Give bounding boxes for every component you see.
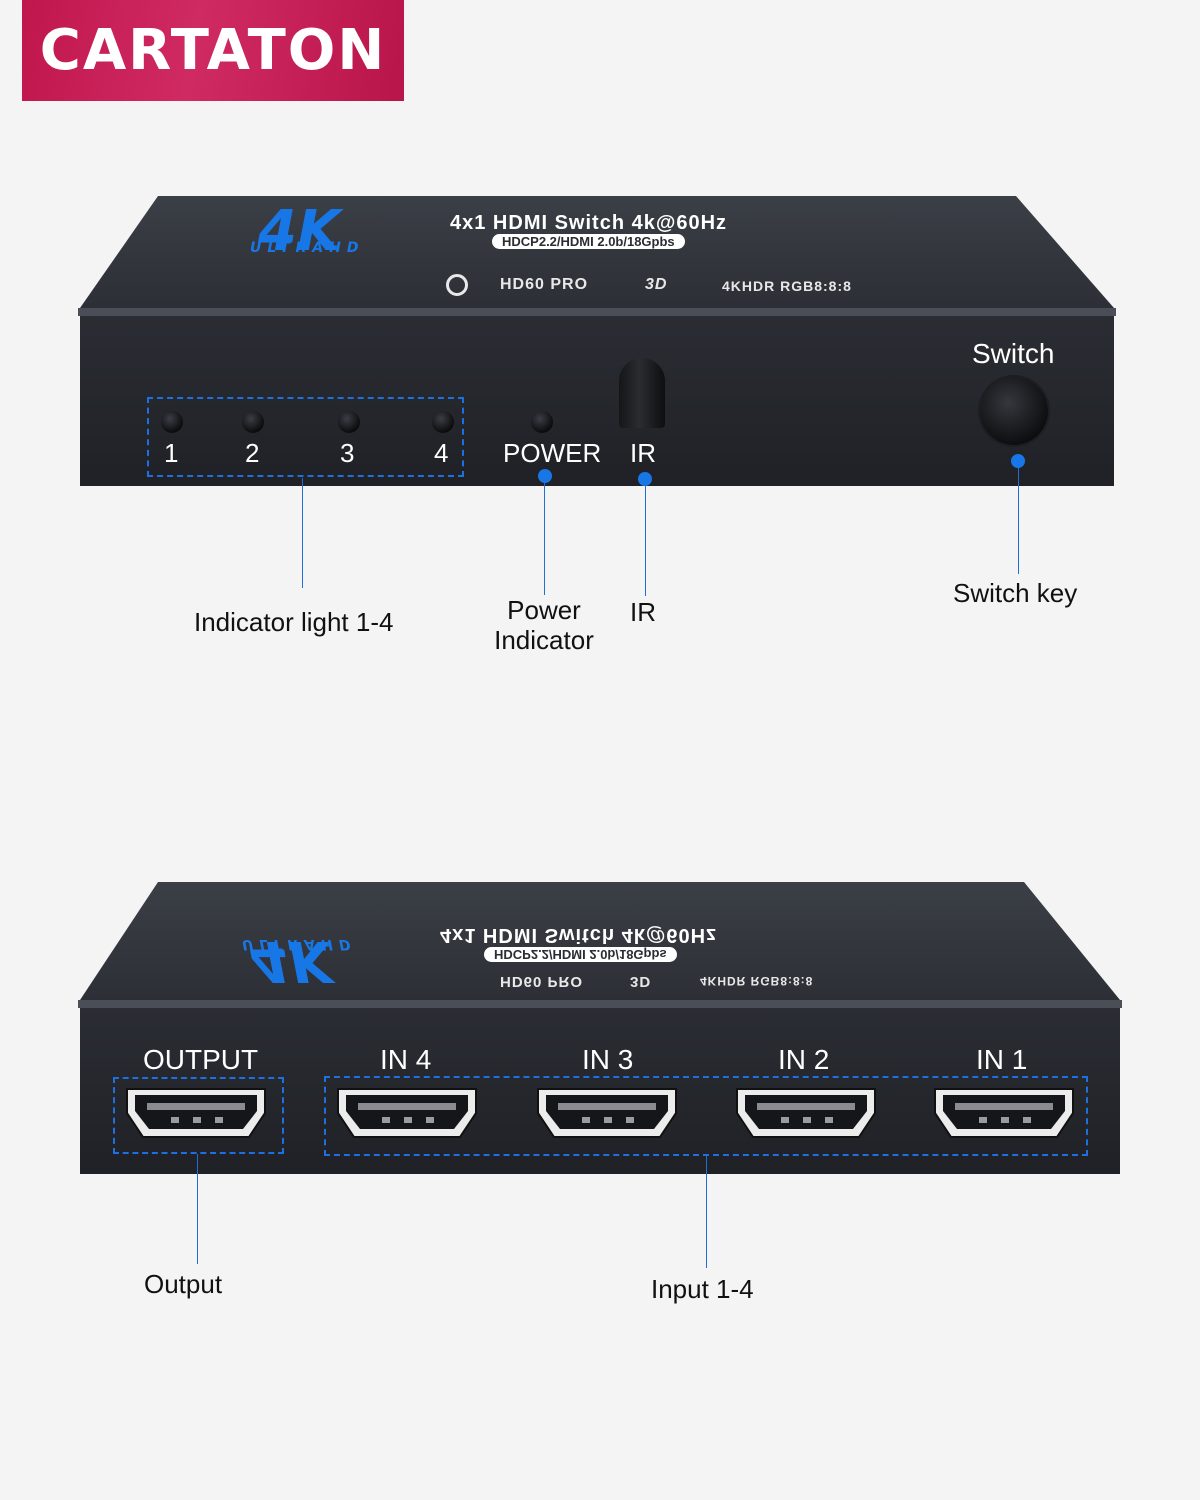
brand-name: CARTATON [39, 18, 387, 83]
output-callout-line [197, 1154, 198, 1264]
front-device-body [78, 196, 1116, 486]
ir-callout-line [645, 486, 646, 596]
indicator-number-4: 4 [434, 438, 449, 468]
features-label: HD60 PRO [500, 276, 589, 293]
power-callout-label: Power Indicator [484, 595, 604, 655]
spec-pill: HDCP2.2/HDMI 2.0b/18Gpbs [492, 234, 685, 249]
input-callout-line [706, 1156, 707, 1268]
output-highlight-box [113, 1077, 284, 1154]
mirrored-branding: 4K ULTRAHD 4x1 HDMI Switch 4k@60Hz HDCP2… [240, 882, 950, 993]
power-callout-dot [538, 469, 552, 483]
hdmi-port-in2[interactable] [731, 1083, 881, 1143]
ir-receiver [619, 358, 665, 428]
hdmi-port-in3[interactable] [532, 1083, 682, 1143]
switch-label: Switch [972, 338, 1055, 369]
ultrahd-badge: ULTRAHD [250, 240, 365, 256]
indicator-callout-label: Indicator light 1-4 [194, 607, 394, 637]
indicator-led-2 [242, 411, 264, 433]
indicator-led-3 [338, 411, 360, 433]
back-spec-pill: HDCP2.2/HDMI 2.0b/18Gpbs [484, 947, 677, 962]
power-led [531, 411, 553, 433]
input-highlight-box [324, 1076, 1088, 1156]
port-label-output: OUTPUT [143, 1044, 259, 1075]
port-label-in3: IN 3 [582, 1044, 634, 1075]
back-features-hdr: 4KHDR RGB8:8:8 [700, 974, 814, 988]
indicator-callout-line [302, 478, 303, 588]
switch-button[interactable] [980, 377, 1048, 445]
indicator-led-1 [161, 411, 183, 433]
output-callout-label: Output [144, 1269, 223, 1299]
indicator-number-3: 3 [340, 438, 355, 468]
back-device: 4K ULTRAHD 4x1 HDMI Switch 4k@60Hz HDCP2… [0, 876, 1200, 1186]
port-label-in4: IN 4 [380, 1044, 432, 1075]
power-callout-line2: Indicator [494, 625, 594, 655]
device-title: 4x1 HDMI Switch 4k@60Hz [450, 212, 728, 234]
switch-callout-line [1018, 468, 1019, 574]
back-device-title: 4x1 HDMI Switch 4k@60Hz [440, 924, 718, 946]
features-hdr: 4KHDR RGB8:8:8 [722, 278, 852, 294]
input-callout-label: Input 1-4 [651, 1274, 754, 1304]
indicator-number-1: 1 [164, 438, 179, 468]
power-callout-line1: Power [507, 595, 581, 625]
back-features-label: HD60 PRO [500, 973, 584, 990]
switch-callout-dot [1011, 454, 1025, 468]
ir-callout-dot [638, 472, 652, 486]
port-label-in1: IN 1 [976, 1044, 1028, 1075]
back-features-3d: 3D [630, 973, 652, 990]
hdmi-port-in1[interactable] [929, 1083, 1079, 1143]
back-ultrahd-badge: ULTRAHD [242, 936, 357, 952]
hdmi-port-output[interactable] [121, 1083, 271, 1143]
port-label-in2: IN 2 [778, 1044, 830, 1075]
power-label: POWER [503, 438, 602, 468]
hd60-logo-icon [446, 274, 468, 296]
indicator-number-2: 2 [245, 438, 260, 468]
4k-badge: 4K [258, 199, 341, 264]
power-callout-line [544, 483, 545, 595]
indicator-led-4 [432, 411, 454, 433]
ir-callout-label: IR [630, 597, 656, 627]
hdmi-port-in4[interactable] [332, 1083, 482, 1143]
features-3d: 3D [645, 276, 668, 293]
brand-logo: CARTATON [22, 0, 404, 101]
switch-key-callout-label: Switch key [953, 578, 1078, 608]
ir-label: IR [630, 438, 656, 468]
front-device: 4K ULTRAHD 4x1 HDMI Switch 4k@60Hz HDCP2… [0, 190, 1200, 500]
indicator-highlight-box [147, 397, 464, 477]
